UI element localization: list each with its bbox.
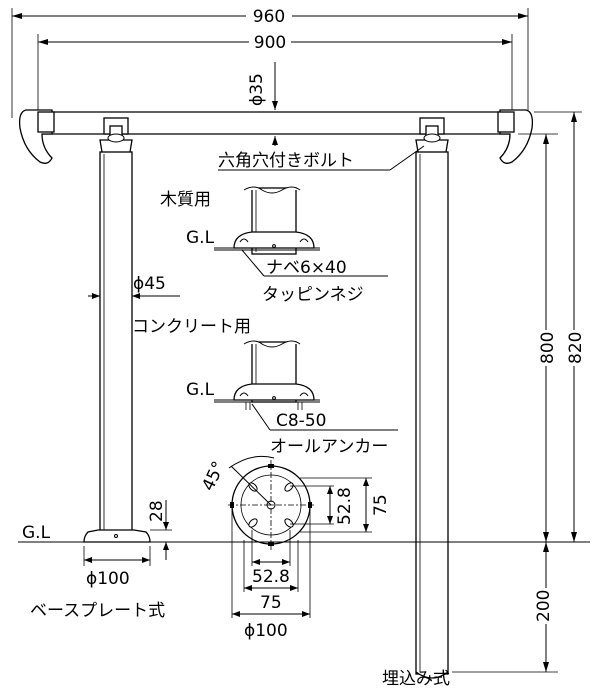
gl-left-label: G.L	[22, 523, 51, 543]
anchor-type-label: オールアンカー	[270, 437, 388, 457]
dimension-200: 200	[452, 542, 558, 673]
base-plate-type-label: ベースプレート式	[30, 601, 165, 621]
flange-plan-view	[228, 460, 314, 552]
wood-use-label: 木質用	[160, 190, 211, 210]
concrete-mount-detail: G.L C8-50 オールアンカー	[186, 340, 398, 457]
ground-line-left: G.L	[18, 523, 220, 543]
dim-v-75-label: 75	[371, 494, 391, 516]
dimension-900: 900	[37, 32, 513, 110]
dim-phi35-label: ϕ35	[247, 73, 267, 106]
hex-bolt-label: 六角穴付きボルト	[218, 151, 354, 171]
embedded-type-label: 埋込み式	[382, 669, 450, 689]
dimension-bolt-v-75: 75	[300, 477, 391, 533]
top-rail	[18, 109, 534, 164]
dimension-bolt-h-52: 52.8	[251, 530, 291, 587]
dimension-820: 820	[534, 111, 586, 542]
hex-bolt-callout: 六角穴付きボルト	[218, 145, 425, 171]
dimension-plate-diameter: ϕ100	[83, 546, 151, 589]
dim-h-52-label: 52.8	[252, 567, 290, 587]
dim-phi100-plate-label: ϕ100	[86, 569, 130, 589]
dim-200-label: 200	[534, 590, 554, 622]
dim-800-label: 800	[538, 332, 558, 364]
dimension-bolt-v-52: 52.8	[290, 485, 355, 525]
dim-900-label: 900	[254, 33, 286, 53]
dimension-bolt-h-75: 75	[243, 540, 299, 613]
screw-size-label: ナベ6×40	[266, 258, 347, 278]
concrete-use-label: コンクリート用	[132, 317, 251, 337]
dim-h-75-label: 75	[260, 593, 282, 613]
gl-concrete-label: G.L	[186, 380, 215, 400]
screw-type-label: タッピンネジ	[262, 285, 364, 305]
dim-phi100-flange-label: ϕ100	[244, 621, 288, 641]
wood-mount-detail: G.L ナベ6×40 タッピンネジ	[186, 186, 388, 305]
dim-820-label: 820	[566, 332, 586, 364]
dimension-rail-diameter: ϕ35	[247, 62, 278, 146]
anchor-size-label: C8-50	[276, 411, 326, 431]
right-post	[415, 117, 449, 679]
angle-45-label: 45°	[198, 458, 229, 494]
dim-960-label: 960	[253, 7, 285, 27]
dim-phi45-label: ϕ45	[133, 274, 166, 294]
gl-wood-label: G.L	[186, 228, 215, 248]
dim-28-label: 28	[147, 500, 167, 522]
dim-v-52-label: 52.8	[335, 487, 355, 525]
dimension-post-diameter: ϕ45	[88, 274, 180, 299]
dimension-plate-height: 28	[147, 500, 172, 560]
dimension-flange-diameter: ϕ100	[231, 505, 311, 641]
dimension-960: 960	[11, 6, 529, 118]
dimension-800: 800	[518, 133, 558, 542]
left-post	[83, 117, 151, 543]
